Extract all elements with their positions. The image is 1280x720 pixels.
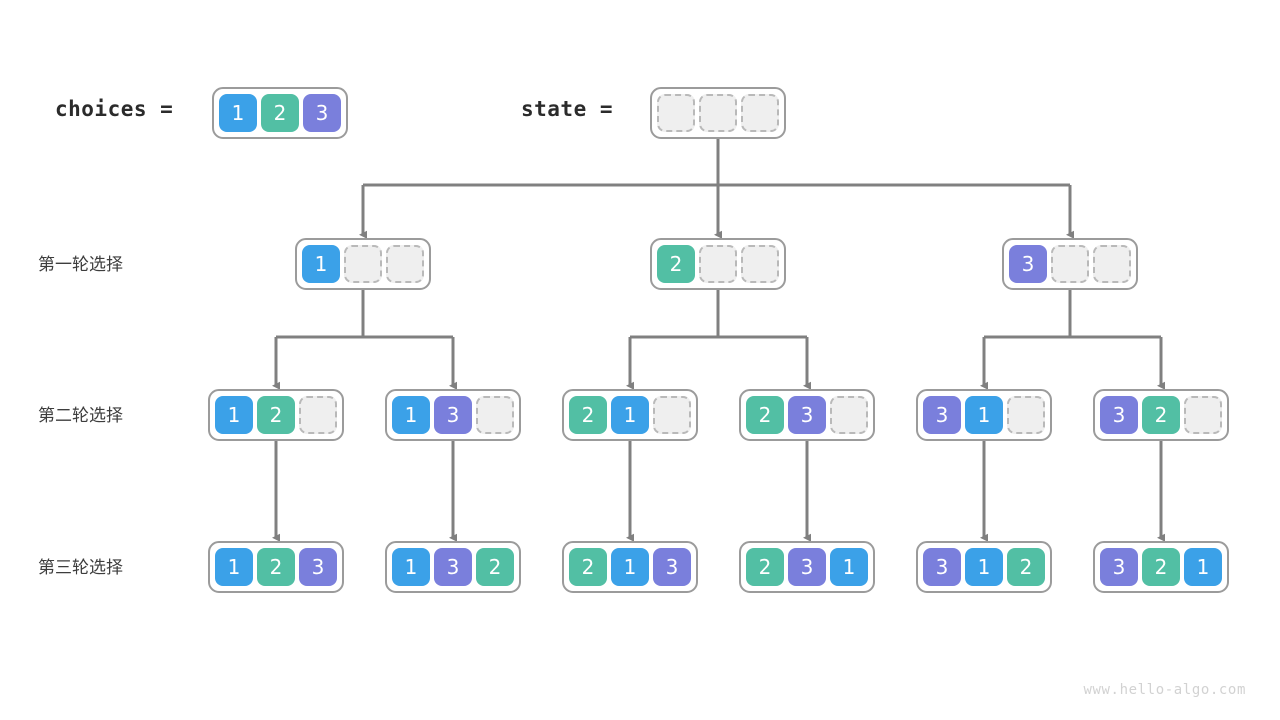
- array-cell-value: 3: [788, 396, 826, 434]
- array-cell-value: 1: [1184, 548, 1222, 586]
- array-cell-value: 3: [434, 396, 472, 434]
- array-cell-value: 2: [569, 548, 607, 586]
- array-cell-value: 1: [965, 548, 1003, 586]
- array-cell-value: 1: [392, 548, 430, 586]
- array-cell-value: 2: [476, 548, 514, 586]
- array-cell-empty: [344, 245, 382, 283]
- watermark: www.hello-algo.com: [1083, 682, 1246, 698]
- array-cell-value: 1: [215, 548, 253, 586]
- array-cell-value: 1: [302, 245, 340, 283]
- state-array-level-1-n3: 3: [1002, 238, 1138, 290]
- row-caption-round-1: 第一轮选择: [38, 255, 123, 275]
- array-cell-value: 3: [923, 548, 961, 586]
- array-cell-empty: [476, 396, 514, 434]
- array-cell-value: 1: [215, 396, 253, 434]
- array-cell-empty: [741, 94, 779, 132]
- array-cell-value: 2: [1142, 396, 1180, 434]
- array-cell-value: 2: [261, 94, 299, 132]
- array-cell-value: 3: [1100, 548, 1138, 586]
- array-cell-value: 3: [788, 548, 826, 586]
- array-cell-value: 1: [611, 548, 649, 586]
- array-cell-value: 3: [434, 548, 472, 586]
- state-label: state =: [521, 97, 614, 121]
- array-cell-value: 1: [219, 94, 257, 132]
- state-array-level-1-n2: 2: [650, 238, 786, 290]
- state-array-level-1-n1: 1: [295, 238, 431, 290]
- array-cell-empty: [1007, 396, 1045, 434]
- array-cell-empty: [657, 94, 695, 132]
- array-cell-value: 3: [1100, 396, 1138, 434]
- array-cell-value: 2: [657, 245, 695, 283]
- array-cell-value: 2: [257, 548, 295, 586]
- array-cell-value: 1: [392, 396, 430, 434]
- choices-label: choices =: [55, 97, 174, 121]
- array-cell-empty: [386, 245, 424, 283]
- array-cell-value: 2: [1007, 548, 1045, 586]
- array-cell-value: 3: [653, 548, 691, 586]
- row-caption-round-3: 第三轮选择: [38, 558, 123, 578]
- array-cell-value: 1: [611, 396, 649, 434]
- array-cell-value: 2: [746, 548, 784, 586]
- array-cell-value: 1: [965, 396, 1003, 434]
- array-cell-empty: [830, 396, 868, 434]
- array-cell-value: 2: [569, 396, 607, 434]
- array-cell-value: 2: [257, 396, 295, 434]
- array-cell-value: 3: [1009, 245, 1047, 283]
- array-cell-empty: [741, 245, 779, 283]
- array-cell-value: 2: [1142, 548, 1180, 586]
- header-array-state: [650, 87, 786, 139]
- array-cell-empty: [1051, 245, 1089, 283]
- array-cell-value: 2: [746, 396, 784, 434]
- array-cell-value: 3: [923, 396, 961, 434]
- array-cell-empty: [699, 245, 737, 283]
- array-cell-empty: [299, 396, 337, 434]
- array-cell-empty: [699, 94, 737, 132]
- row-caption-round-2: 第二轮选择: [38, 406, 123, 426]
- array-cell-value: 3: [299, 548, 337, 586]
- array-cell-value: 3: [303, 94, 341, 132]
- array-cell-value: 1: [830, 548, 868, 586]
- array-cell-empty: [1184, 396, 1222, 434]
- array-cell-empty: [653, 396, 691, 434]
- array-cell-empty: [1093, 245, 1131, 283]
